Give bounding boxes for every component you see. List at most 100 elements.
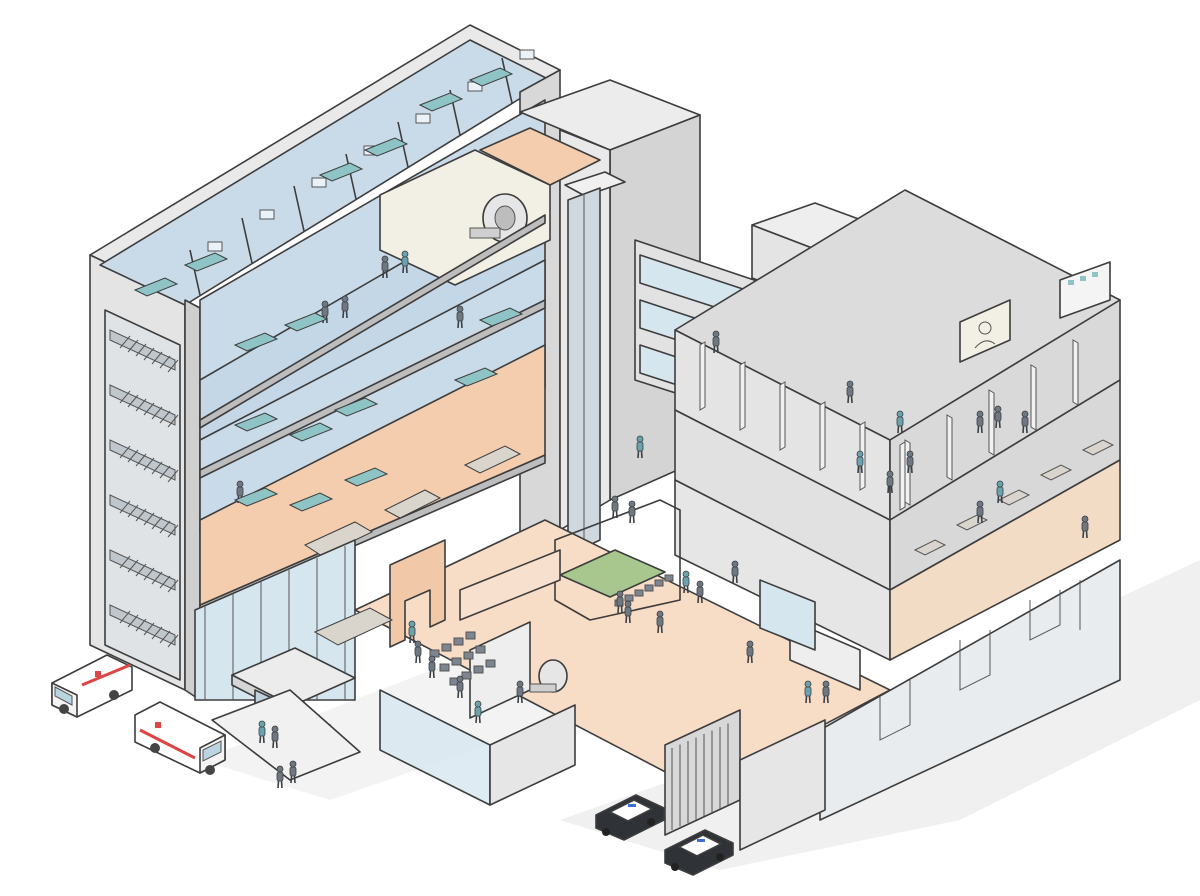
hospital-bed xyxy=(333,397,379,417)
hospital-bed xyxy=(233,412,279,432)
person xyxy=(896,410,904,434)
ambulance-2 xyxy=(134,701,226,775)
rear-stair-block xyxy=(479,127,601,186)
ward-window xyxy=(259,209,275,220)
person xyxy=(856,450,864,474)
office-desk xyxy=(913,539,947,556)
control-panel xyxy=(1059,261,1111,319)
office-partition xyxy=(819,401,826,471)
office-floor-peach xyxy=(889,459,1121,661)
waiting-seat xyxy=(473,665,484,674)
hospital-bed xyxy=(283,312,329,332)
person xyxy=(258,720,266,744)
person xyxy=(628,500,636,524)
stair-flight xyxy=(109,494,179,538)
person xyxy=(731,560,739,584)
person xyxy=(846,380,854,404)
hospital-bed xyxy=(133,277,179,297)
person xyxy=(976,500,984,524)
presentation-screen xyxy=(959,299,1011,363)
person xyxy=(624,600,632,624)
person xyxy=(401,250,409,274)
waiting-seat xyxy=(664,574,674,582)
person xyxy=(271,725,279,749)
person xyxy=(611,495,619,519)
office-partition xyxy=(899,441,906,511)
ward-partition xyxy=(241,217,253,264)
waiting-seat xyxy=(654,579,664,587)
entrance-canopy xyxy=(211,647,361,781)
hospital-bed xyxy=(233,487,279,507)
office-partition xyxy=(1072,339,1079,406)
hospital-bed xyxy=(288,492,334,512)
hospital-beds xyxy=(133,67,524,512)
imaging-suite xyxy=(379,149,551,286)
people xyxy=(236,250,1089,789)
office-partition xyxy=(699,341,706,411)
person xyxy=(456,305,464,329)
hospital-bed xyxy=(363,137,409,157)
ambulance-1 xyxy=(51,654,133,718)
ward-window xyxy=(519,49,535,60)
police-car-1 xyxy=(595,794,665,841)
waiting-seat xyxy=(439,663,450,672)
office-desk xyxy=(955,514,989,531)
office-partition xyxy=(988,389,995,456)
waiting-seat xyxy=(644,584,654,592)
main-lobby xyxy=(313,499,891,791)
floor-slab xyxy=(199,214,546,429)
gate-bars xyxy=(671,723,729,830)
admin-offices xyxy=(674,189,1121,821)
ward-window xyxy=(415,113,431,124)
office-partition xyxy=(1030,364,1037,431)
glass-corridor xyxy=(379,689,576,806)
hospital-bed xyxy=(418,92,464,112)
person xyxy=(616,590,624,614)
office-partitions xyxy=(699,339,1115,556)
left-tower xyxy=(89,24,561,701)
ward-partition xyxy=(345,153,357,200)
person xyxy=(276,765,284,789)
person xyxy=(474,700,482,724)
floor-slab xyxy=(199,299,546,479)
person xyxy=(1081,515,1089,539)
mri-scanner xyxy=(469,193,528,243)
person xyxy=(408,620,416,644)
person xyxy=(414,640,422,664)
person xyxy=(428,655,436,679)
stair-flight xyxy=(109,329,179,373)
hospital-bed xyxy=(288,422,334,442)
person xyxy=(976,410,984,434)
info-desk xyxy=(313,607,394,646)
person xyxy=(994,405,1002,429)
waiting-seat xyxy=(451,657,462,666)
person xyxy=(1021,410,1029,434)
waiting-seat xyxy=(624,594,634,602)
person xyxy=(886,470,894,494)
person xyxy=(746,640,754,664)
stair-flight xyxy=(109,384,179,428)
person xyxy=(656,610,664,634)
stair-flight xyxy=(109,604,179,648)
garage-pipes xyxy=(879,580,1081,741)
person xyxy=(804,680,812,704)
waiting-seat xyxy=(453,637,464,646)
waiting-seat xyxy=(485,659,496,668)
stairwell xyxy=(104,309,181,681)
ward-partition xyxy=(189,249,201,296)
hospital-bed xyxy=(233,332,279,352)
person xyxy=(712,330,720,354)
hospital-bed xyxy=(318,162,364,182)
person xyxy=(696,580,704,604)
person xyxy=(682,570,690,594)
person xyxy=(456,675,464,699)
office-desk xyxy=(1081,439,1115,456)
police-car-2 xyxy=(664,829,734,876)
ward-window xyxy=(311,177,327,188)
hospital-bed xyxy=(478,307,524,327)
ward-partition xyxy=(293,185,305,232)
ct-scanner xyxy=(529,659,568,693)
waiting-seat xyxy=(475,645,486,654)
hospital-bed xyxy=(453,367,499,387)
